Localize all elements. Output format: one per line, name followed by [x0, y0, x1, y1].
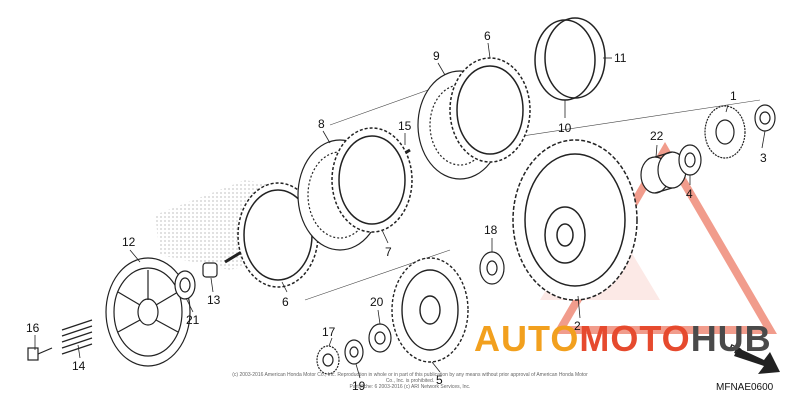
- leader-lines: [34, 42, 766, 379]
- label-18: 18: [484, 223, 498, 237]
- label-9: 9: [433, 49, 440, 63]
- pressure-plate-12: [105, 257, 191, 367]
- label-2: 2: [574, 319, 581, 333]
- collar-4: [678, 144, 702, 176]
- collar-3: [754, 104, 776, 132]
- clutch-center-5: [391, 257, 469, 363]
- label-22: 22: [650, 129, 664, 143]
- lifter-13: [202, 262, 218, 278]
- copyright-line-2: Partsfiche: 6 2003-2016 (c) ARI Network …: [349, 384, 471, 390]
- label-10: 10: [558, 121, 572, 135]
- sprocket-1: [704, 105, 746, 159]
- copyright-line-1: (c) 2003-2016 American Honda Motor Co., …: [232, 372, 588, 384]
- washer-20: [368, 323, 392, 353]
- label-8: 8: [318, 117, 325, 131]
- label-15: 15: [398, 119, 412, 133]
- label-14: 14: [72, 359, 86, 373]
- label-13: 13: [207, 293, 221, 307]
- label-6-lower: 6: [282, 295, 289, 309]
- part-labels: 1 2 3 4 5 6 6 7 8 9 10 11 12 13 14 15 16…: [26, 29, 767, 393]
- bearing-21: [174, 270, 196, 300]
- copyright-notice: (c) 2003-2016 American Honda Motor Co., …: [230, 372, 590, 390]
- label-11: 11: [614, 51, 627, 65]
- clutch-outer-2: [512, 139, 638, 301]
- label-21: 21: [186, 313, 200, 327]
- label-17: 17: [322, 325, 336, 339]
- label-19: 19: [352, 379, 366, 393]
- friction-disc-6-upper: [449, 57, 531, 163]
- bolt-16: [27, 347, 53, 361]
- label-5: 5: [436, 373, 443, 387]
- label-1: 1: [730, 89, 737, 103]
- automotohub-watermark: AUTOMOTOHUB: [474, 318, 772, 360]
- nut-17: [316, 345, 340, 375]
- washer-18: [479, 251, 505, 285]
- spring-14: [61, 319, 93, 355]
- label-4: 4: [686, 187, 693, 201]
- watermark-part-moto: MOTO: [579, 318, 691, 359]
- friction-disc-7: [331, 127, 413, 233]
- washer-19: [344, 339, 364, 365]
- label-20: 20: [370, 295, 384, 309]
- diagram-code: MFNAE0600: [716, 382, 774, 393]
- watermark-part-auto: AUTO: [474, 318, 580, 359]
- label-3: 3: [760, 151, 767, 165]
- label-7: 7: [385, 245, 392, 259]
- label-6-upper: 6: [484, 29, 491, 43]
- watermark-part-hub: HUB: [690, 318, 772, 359]
- friction-disc-6-lower: [237, 182, 319, 288]
- judder-spring-10-11: [534, 17, 606, 101]
- label-16: 16: [26, 321, 40, 335]
- label-12: 12: [122, 235, 136, 249]
